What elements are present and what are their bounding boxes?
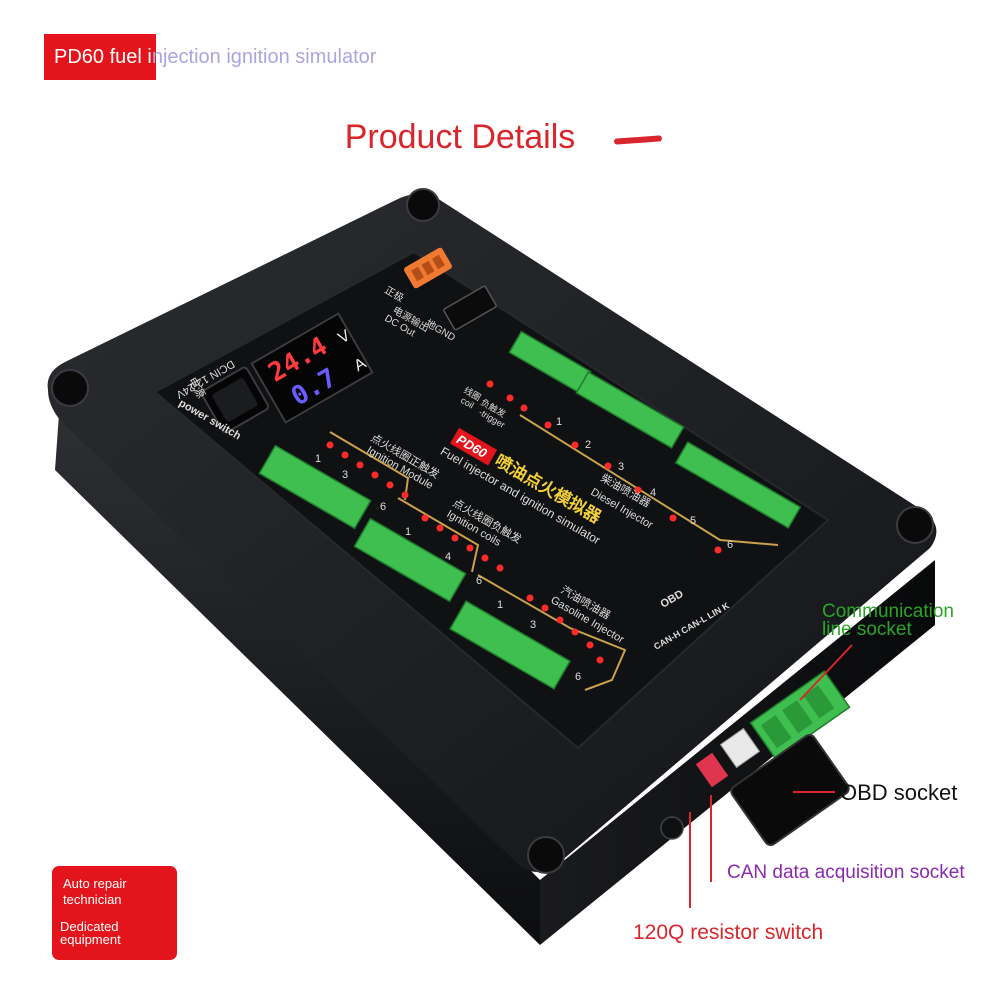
diesel-ch3: 3 (618, 461, 624, 473)
callout-communication-line2: line socket (822, 619, 912, 640)
callout-obd-socket: OBD socket (840, 780, 958, 805)
gas-ch3: 3 (530, 619, 536, 631)
dc-out-connector (404, 247, 452, 289)
badge: Auto repair technician Dedicated equipme… (52, 866, 177, 960)
callout-communication-socket: Communication line socket (822, 601, 954, 640)
diesel-ch1: 1 (556, 416, 562, 428)
terminal-block-ignition-module (258, 444, 372, 530)
gas-ch1: 1 (497, 599, 503, 611)
leds-gasoline (526, 594, 604, 664)
terminal-block-gasoline (449, 600, 571, 690)
ign-coils-ch1: 1 (405, 526, 411, 538)
section-outline (519, 414, 779, 546)
page-title: Product Details (344, 118, 576, 156)
corner-screw (527, 836, 565, 874)
side-knob (660, 816, 684, 840)
diesel-ch4: 4 (650, 487, 656, 499)
leds-diesel (544, 421, 722, 554)
gas-ch6: 6 (575, 671, 581, 683)
power-switch (200, 366, 270, 434)
gnd-connector (443, 285, 497, 331)
callout-can-socket: CAN data acquisition socket (727, 862, 965, 883)
ign-module-ch1: 1 (315, 453, 321, 465)
header-title-white: PD60 fuel i (54, 46, 152, 68)
corner-screw (406, 188, 440, 222)
can-socket (719, 727, 761, 769)
header-title-rest: njection ignition simulator (151, 46, 377, 68)
callout-line-comm (799, 644, 853, 701)
header-red-tag (44, 34, 156, 80)
ign-module-ch6: 6 (380, 501, 386, 513)
badge-line1: Auto repair technician (63, 876, 127, 907)
terminal-block-diesel-1 (575, 371, 685, 449)
diesel-ch6: 6 (727, 539, 733, 551)
header-title: PD60 fuel injection ignition simulator (54, 46, 376, 69)
ign-module-ch3: 3 (342, 469, 348, 481)
callout-resistor-switch: 120Q resistor switch (633, 921, 824, 944)
leds-coil-trigger (486, 380, 528, 412)
badge-line2: Dedicated equipment (60, 919, 121, 947)
ign-coils-ch4: 4 (445, 551, 451, 563)
diesel-ch5: 5 (690, 515, 696, 527)
leds-ignition-module (326, 441, 409, 499)
leds-ignition-coils (421, 514, 504, 572)
obd-socket (730, 734, 850, 846)
communication-socket (749, 670, 851, 760)
resistor-switch (695, 752, 729, 788)
ign-coils-ch6: 6 (476, 575, 482, 587)
enclosure-front-side (55, 400, 540, 945)
channel-numbers: 1 3 6 1 4 6 1 3 6 1 2 3 4 5 6 (315, 416, 733, 683)
corner-screw (51, 369, 89, 407)
callout-communication-line1: Communication (822, 601, 954, 622)
diesel-ch2: 2 (585, 439, 591, 451)
corner-screw (896, 506, 934, 544)
terminal-block-diesel-2 (674, 441, 802, 529)
terminal-block-ignition-coils (353, 517, 467, 603)
